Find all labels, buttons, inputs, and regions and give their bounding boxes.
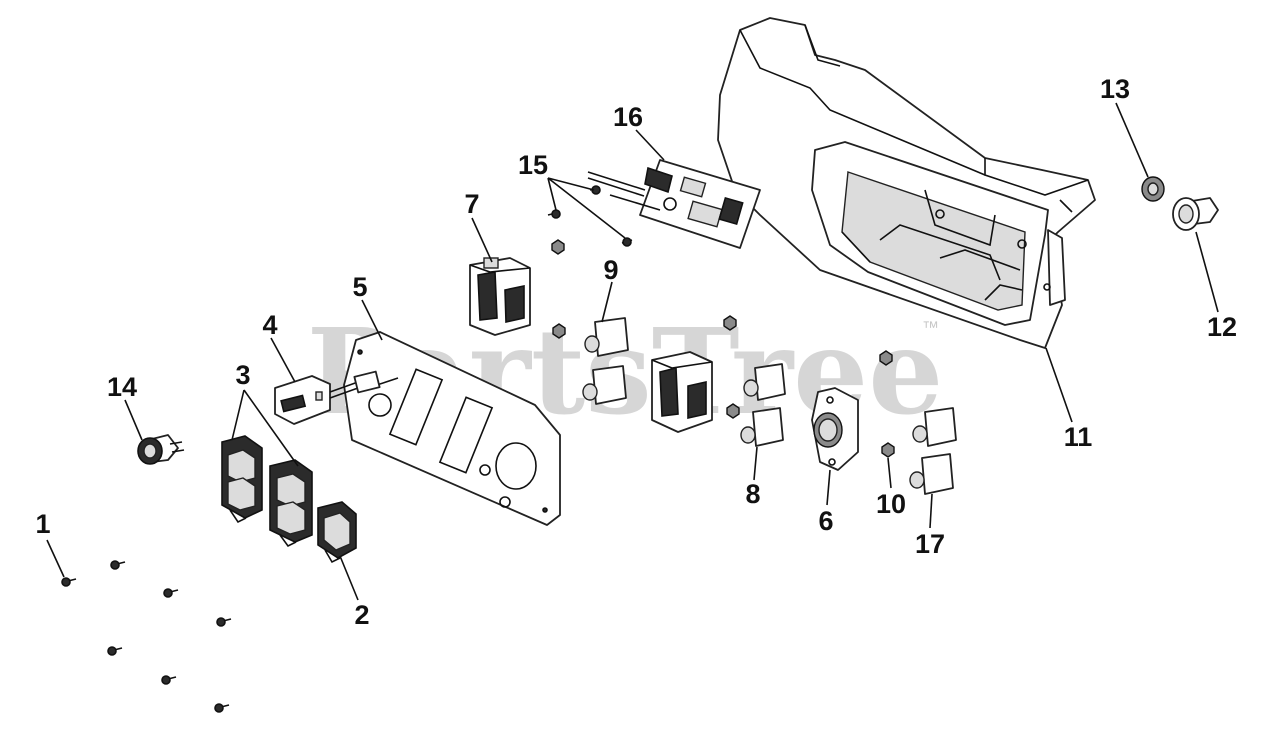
screw-icon xyxy=(214,703,230,713)
cover-large xyxy=(221,435,263,524)
part-5-face-plate[interactable] xyxy=(343,331,561,526)
part-8-breakers[interactable] xyxy=(740,363,786,447)
screw-icon xyxy=(107,646,123,656)
circuit-breaker-icon xyxy=(912,407,957,447)
watermark-trademark: ™ xyxy=(922,318,939,337)
label-part-7: 7 xyxy=(464,189,479,219)
part-labels: 1 2 3 4 5 6 7 8 9 10 11 12 13 14 15 16 1… xyxy=(35,74,1237,630)
circuit-breaker-icon xyxy=(740,407,784,447)
label-part-2: 2 xyxy=(354,600,369,630)
part-11-panel-housing[interactable] xyxy=(717,17,1096,349)
circuit-breaker-icon xyxy=(584,317,629,357)
label-part-11: 11 xyxy=(1064,422,1093,452)
label-part-9: 9 xyxy=(603,255,618,285)
label-part-14: 14 xyxy=(107,372,137,402)
nuts xyxy=(551,239,895,458)
nut-icon xyxy=(879,350,893,366)
label-part-1: 1 xyxy=(35,509,50,539)
screw-icon xyxy=(163,588,179,598)
part-15-screws[interactable] xyxy=(547,185,633,247)
part-7-receptacle-second[interactable] xyxy=(651,351,713,433)
circuit-breaker-icon xyxy=(909,453,954,495)
label-part-16: 16 xyxy=(613,102,643,132)
screw-icon xyxy=(61,577,77,587)
part-7-receptacle[interactable] xyxy=(469,257,531,336)
label-part-13: 13 xyxy=(1100,74,1130,104)
part-13-grommet[interactable] xyxy=(1141,176,1165,202)
label-part-5: 5 xyxy=(352,272,367,302)
label-part-6: 6 xyxy=(818,506,833,536)
part-1-screws[interactable] xyxy=(61,560,232,713)
label-part-15: 15 xyxy=(518,150,548,180)
part-14-key-switch[interactable] xyxy=(137,434,185,465)
part-9-breakers[interactable] xyxy=(582,317,629,405)
label-part-8: 8 xyxy=(745,479,760,509)
label-part-4: 4 xyxy=(262,310,277,340)
circuit-breaker-icon xyxy=(582,365,627,405)
screw-icon xyxy=(161,675,177,685)
part-3-covers[interactable] xyxy=(221,435,313,548)
screw-icon xyxy=(621,237,633,247)
label-part-10: 10 xyxy=(876,489,906,519)
nut-icon xyxy=(726,403,740,419)
screw-icon xyxy=(216,617,232,627)
nut-icon xyxy=(723,315,737,331)
screw-icon xyxy=(547,209,561,219)
part-12-knob[interactable] xyxy=(1172,197,1219,231)
part-16-circuit-board[interactable] xyxy=(587,159,761,249)
part-17-breakers[interactable] xyxy=(909,407,957,495)
circuit-breaker-icon xyxy=(743,363,786,401)
part-6-round-outlet[interactable] xyxy=(811,387,859,471)
part-4-hour-meter[interactable] xyxy=(274,370,381,425)
nut-icon xyxy=(551,239,565,255)
nut-icon xyxy=(552,323,566,339)
nut-icon xyxy=(881,442,895,458)
cover-medium xyxy=(269,459,313,548)
leader-lines xyxy=(46,102,1219,601)
label-part-12: 12 xyxy=(1207,312,1237,342)
label-part-17: 17 xyxy=(915,529,945,559)
part-2-small-cover[interactable] xyxy=(317,501,357,564)
screw-icon xyxy=(110,560,126,570)
label-part-3: 3 xyxy=(235,360,250,390)
